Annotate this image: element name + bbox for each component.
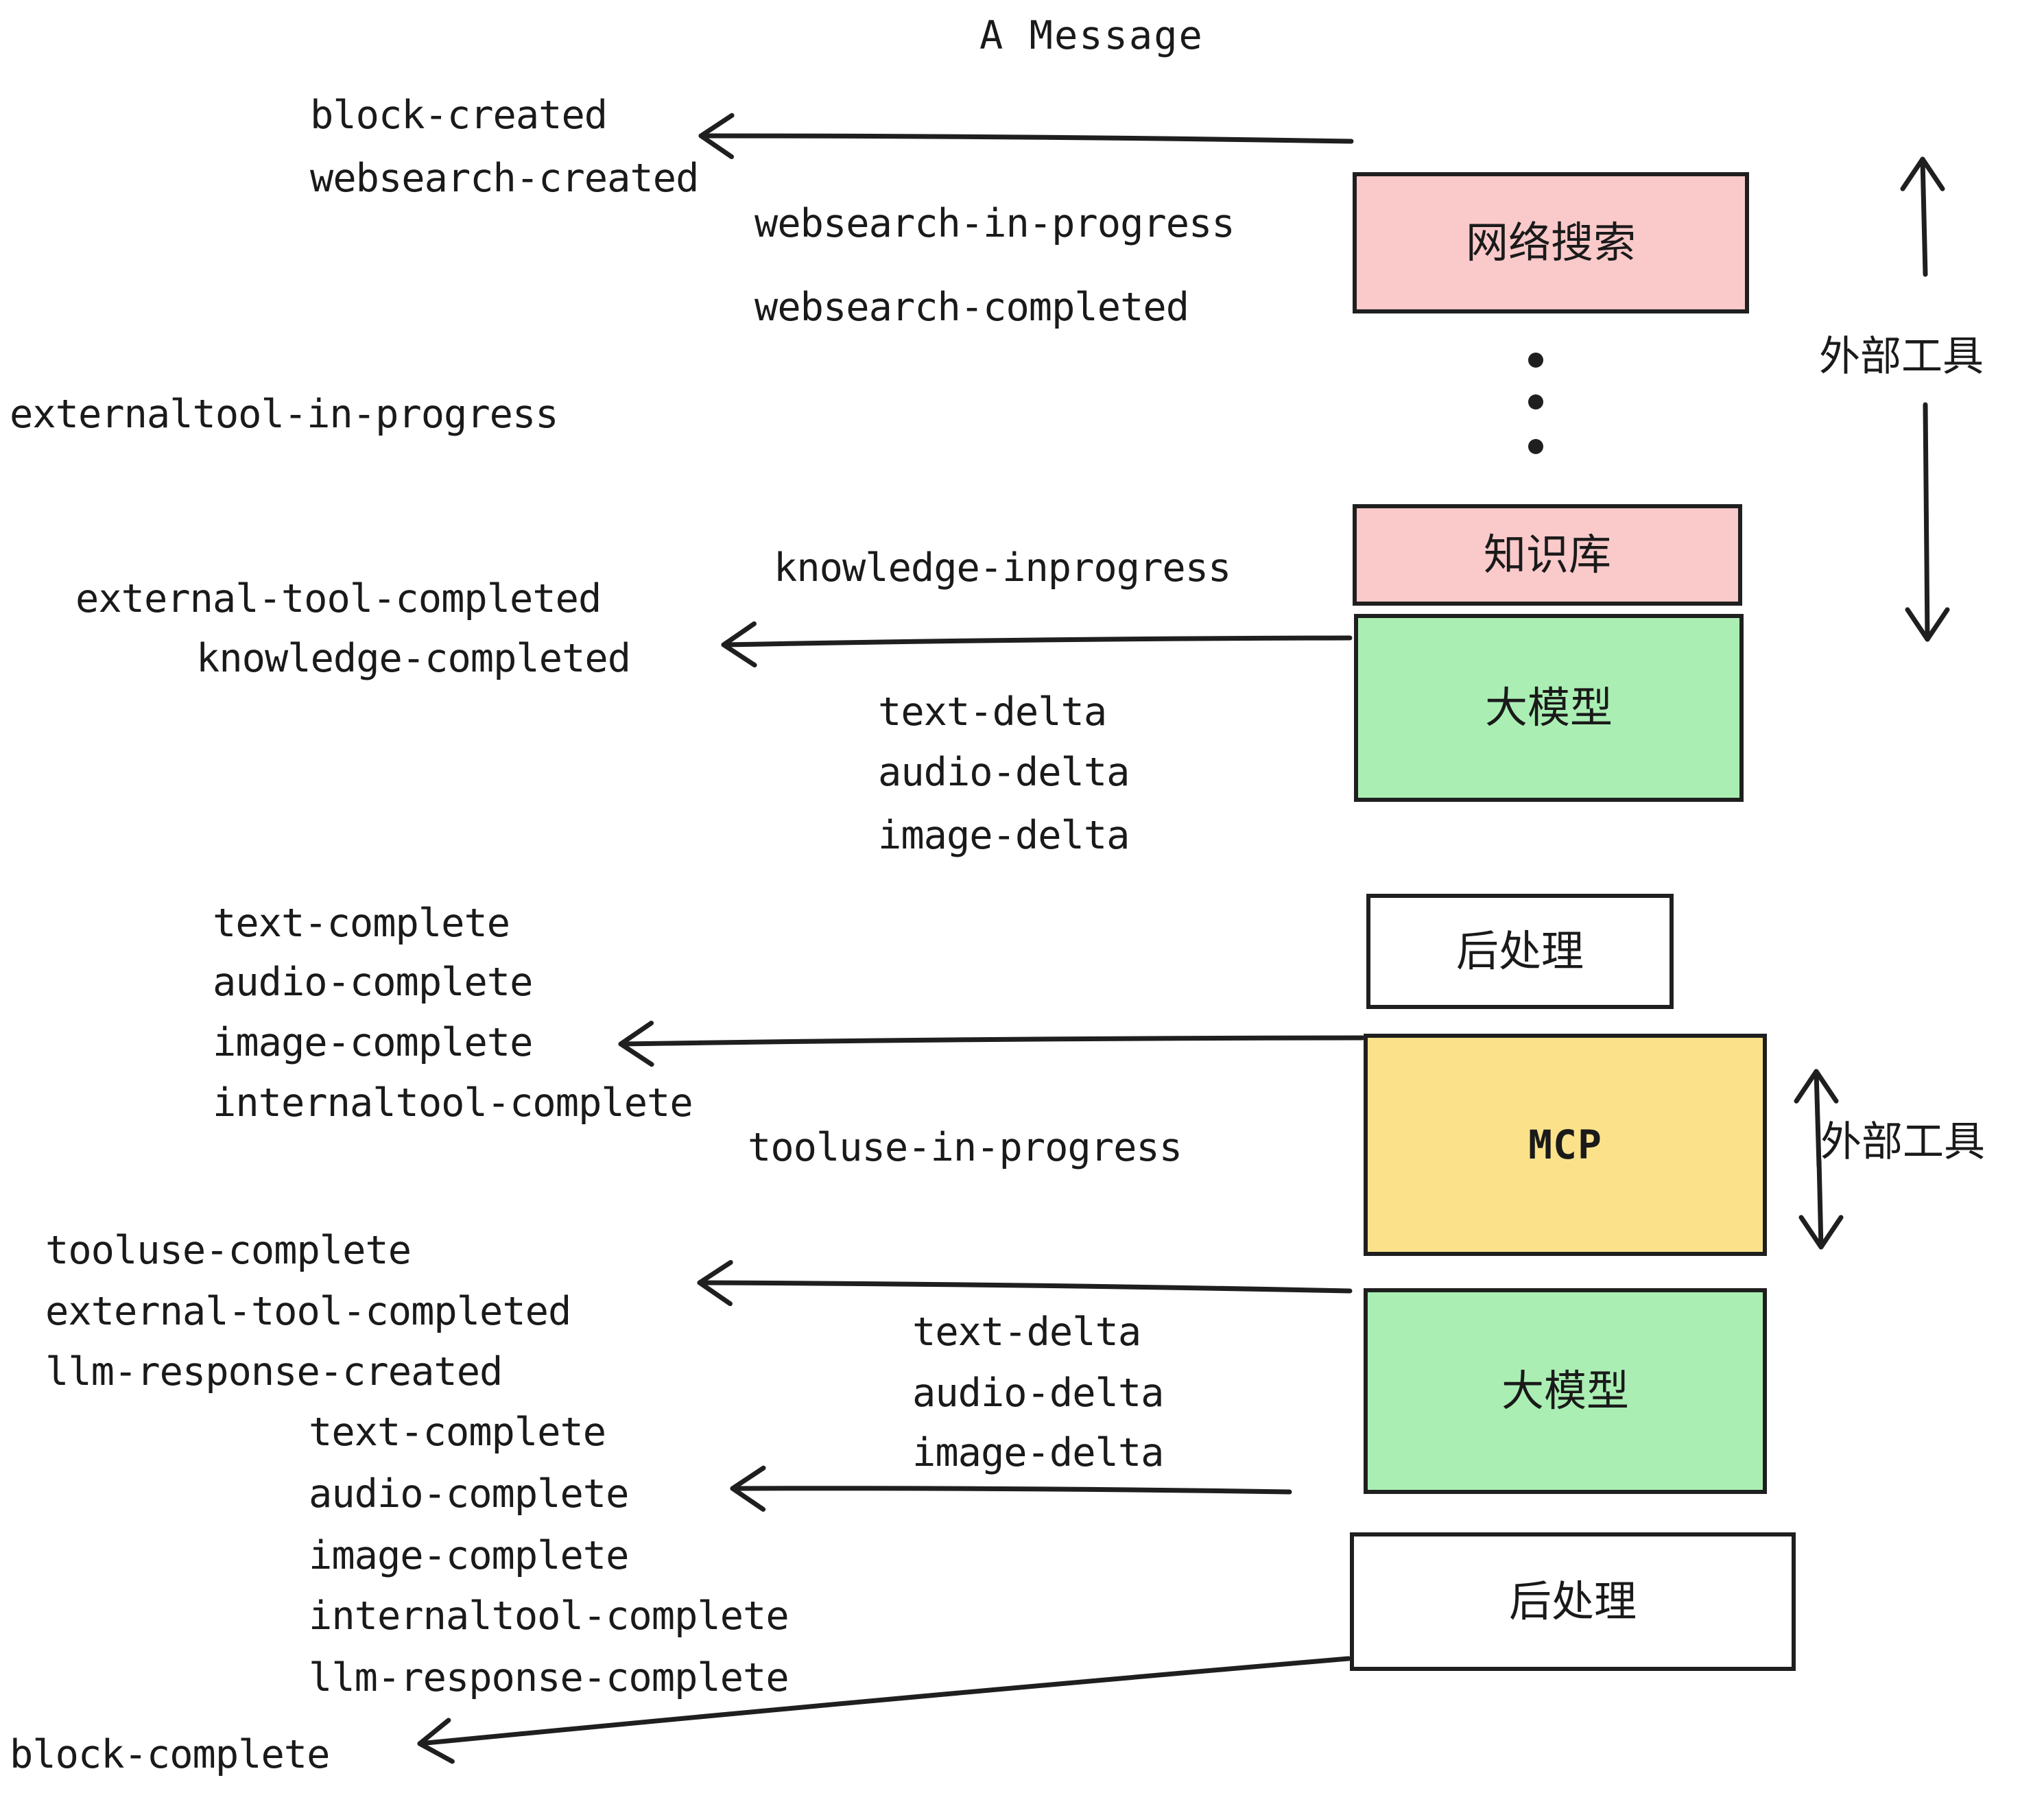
- event-label-block-complete: block-complete: [10, 1732, 330, 1777]
- event-label-internaltool-complete-2: internaltool-complete: [309, 1593, 789, 1639]
- node-label: 网络搜索: [1465, 217, 1636, 268]
- node-llm-lower[interactable]: 大模型: [1364, 1288, 1767, 1494]
- external-tools-lower-down: [1816, 1158, 1824, 1250]
- node-label: MCP: [1528, 1121, 1602, 1168]
- event-label-text-complete-2: text-complete: [309, 1410, 606, 1455]
- arrow-post-to-block-complete-head: [417, 1718, 455, 1764]
- node-label: 后处理: [1455, 926, 1584, 976]
- event-label-text-delta-1: text-delta: [878, 689, 1107, 735]
- external-tools-upper-up-head: [1900, 156, 1945, 191]
- node-post-upper[interactable]: 后处理: [1366, 894, 1674, 1009]
- arrow-knowledge-to-events: [721, 635, 1353, 648]
- event-label-image-delta-2: image-delta: [912, 1430, 1164, 1475]
- event-label-audio-complete-1: audio-complete: [213, 960, 533, 1005]
- event-label-websearch-in-progress: websearch-in-progress: [754, 201, 1235, 246]
- ellipsis-dot: [1528, 394, 1543, 410]
- arrow-llm-to-events-head: [697, 1259, 733, 1307]
- ellipsis-dot: [1528, 353, 1543, 368]
- event-label-websearch-completed: websearch-completed: [754, 285, 1189, 330]
- event-label-knowledge-inprogress: knowledge-inprogress: [774, 545, 1231, 591]
- event-label-llm-response-complete: llm-response-complete: [309, 1655, 789, 1700]
- event-label-image-complete-2: image-complete: [309, 1533, 629, 1578]
- node-knowledge[interactable]: 知识库: [1353, 504, 1742, 606]
- external-tools-lower-up-head: [1794, 1069, 1839, 1104]
- external-tools-upper-down-head: [1905, 607, 1950, 642]
- event-label-text-delta-2: text-delta: [912, 1309, 1141, 1355]
- side-group-label-external-tools-upper: 外部工具: [1819, 333, 1984, 381]
- event-label-internaltool-complete-1: internaltool-complete: [213, 1080, 693, 1126]
- event-label-block-created: block-created: [310, 93, 608, 138]
- event-label-websearch-created: websearch-created: [310, 156, 699, 201]
- event-label-image-complete-1: image-complete: [213, 1020, 533, 1065]
- node-mcp[interactable]: MCP: [1364, 1034, 1767, 1256]
- side-group-label-external-tools-lower: 外部工具: [1820, 1118, 1985, 1166]
- external-tools-upper-up: [1920, 156, 1928, 277]
- node-websearch[interactable]: 网络搜索: [1353, 172, 1749, 313]
- event-label-audio-complete-2: audio-complete: [309, 1471, 629, 1517]
- arrow-websearch-to-events-head: [698, 112, 735, 159]
- event-label-externaltool-in-progress: externaltool-in-progress: [10, 392, 559, 437]
- event-label-external-tool-completed-1: external-tool-completed: [75, 576, 602, 621]
- event-label-audio-delta-1: audio-delta: [878, 750, 1130, 795]
- external-tools-lower-down-head: [1798, 1215, 1844, 1250]
- event-label-image-delta-1: image-delta: [878, 813, 1130, 858]
- arrow-mcp-to-events: [618, 1035, 1365, 1047]
- page-title: A Message: [979, 13, 1204, 58]
- node-label: 大模型: [1501, 1366, 1629, 1416]
- node-label: 后处理: [1508, 1576, 1637, 1626]
- event-label-audio-delta-2: audio-delta: [912, 1370, 1164, 1416]
- arrow-mcp-to-events-head: [618, 1021, 654, 1067]
- arrow-knowledge-to-events-head: [721, 621, 757, 668]
- event-label-text-complete-1: text-complete: [213, 901, 510, 946]
- arrow-websearch-to-events: [698, 133, 1354, 144]
- arrow-llm2-to-events: [730, 1486, 1292, 1495]
- event-label-knowledge-completed: knowledge-completed: [196, 636, 631, 681]
- node-llm-upper[interactable]: 大模型: [1354, 614, 1744, 802]
- event-label-tooluse-in-progress: tooluse-in-progress: [748, 1125, 1183, 1170]
- node-label: 大模型: [1484, 683, 1613, 733]
- ellipsis-dot: [1528, 439, 1543, 454]
- external-tools-lower-up: [1814, 1069, 1822, 1169]
- arrow-llm2-to-events-head: [730, 1465, 766, 1512]
- event-label-llm-response-created: llm-response-created: [45, 1349, 503, 1394]
- arrow-llm-to-events: [697, 1280, 1353, 1294]
- external-tools-upper-down: [1923, 402, 1930, 642]
- event-label-tooluse-complete: tooluse-complete: [45, 1228, 412, 1273]
- node-label: 知识库: [1483, 530, 1611, 580]
- node-post-lower[interactable]: 后处理: [1350, 1532, 1796, 1671]
- event-label-external-tool-completed-2: external-tool-completed: [45, 1289, 571, 1334]
